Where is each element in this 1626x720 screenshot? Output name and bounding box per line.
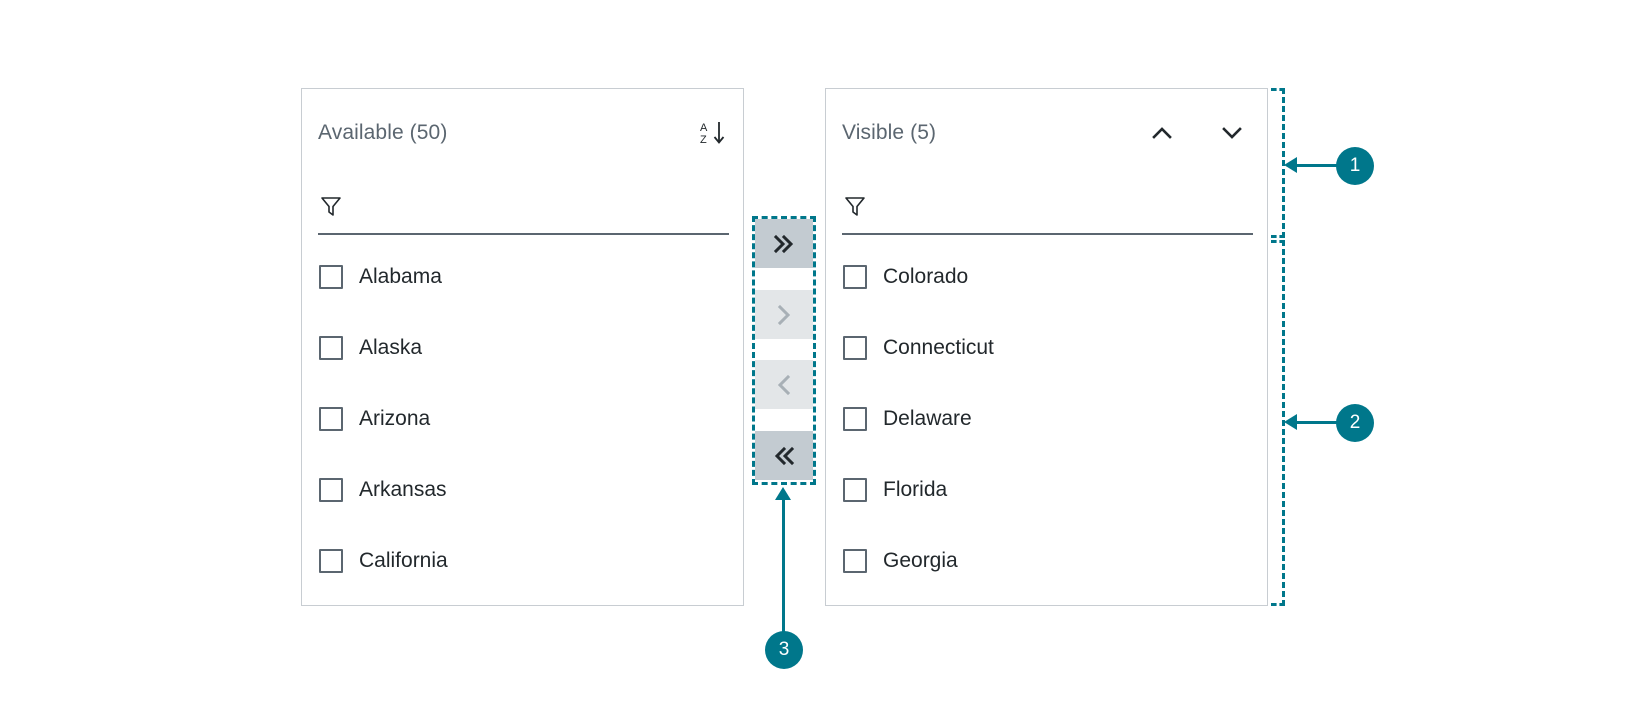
double-chevron-left-icon — [774, 446, 795, 465]
visible-panel: Visible (5) Colorado Connecticut — [825, 88, 1268, 606]
chevron-right-icon — [777, 304, 791, 325]
filter-funnel-icon — [318, 193, 344, 219]
list-item[interactable]: Georgia — [826, 525, 1267, 596]
checkbox[interactable] — [843, 548, 867, 573]
filter-funnel-icon — [842, 193, 868, 219]
list-item-label: Arkansas — [359, 477, 447, 501]
list-item[interactable]: Alabama — [302, 241, 743, 312]
annotation-badge-3: 3 — [765, 631, 803, 669]
list-item-label: Arizona — [359, 406, 431, 430]
annotation-leader-line-1 — [1292, 164, 1338, 167]
sort-alpha-ascending-icon[interactable]: A Z — [693, 114, 731, 152]
checkbox[interactable] — [843, 264, 867, 289]
checkbox[interactable] — [319, 477, 343, 502]
chevron-down-icon[interactable] — [1213, 114, 1251, 152]
checkbox[interactable] — [843, 477, 867, 502]
svg-text:A: A — [700, 122, 708, 134]
available-panel-title: Available (50) — [318, 121, 448, 144]
list-item-label: Colorado — [883, 264, 969, 288]
list-item-label: Delaware — [883, 406, 972, 430]
available-filter-input[interactable] — [354, 195, 729, 217]
checkbox[interactable] — [843, 335, 867, 360]
list-item[interactable]: Florida — [826, 454, 1267, 525]
list-item-label: California — [359, 548, 448, 572]
visible-option-list: Colorado Connecticut Delaware Florida Ge… — [826, 241, 1267, 596]
checkbox[interactable] — [319, 406, 343, 431]
checkbox[interactable] — [319, 548, 343, 573]
double-chevron-right-icon — [773, 234, 794, 253]
transfer-button-group — [752, 216, 816, 485]
list-item[interactable]: Alaska — [302, 312, 743, 383]
list-item-label: Connecticut — [883, 335, 994, 359]
list-item-label: Alabama — [359, 264, 442, 288]
move-right-button[interactable] — [755, 290, 813, 339]
list-item[interactable]: Colorado — [826, 241, 1267, 312]
move-all-left-button[interactable] — [755, 431, 813, 480]
available-panel-header: Available (50) A Z — [302, 89, 743, 181]
list-item-label: Alaska — [359, 335, 423, 359]
available-filter-row[interactable] — [318, 179, 729, 235]
list-item[interactable]: Arizona — [302, 383, 743, 454]
checkbox[interactable] — [319, 264, 343, 289]
annotation-badge-1: 1 — [1336, 147, 1374, 185]
annotation-bracket-2 — [1271, 240, 1285, 606]
annotation-leader-line-3 — [782, 497, 785, 633]
move-left-button[interactable] — [755, 360, 813, 409]
checkbox[interactable] — [843, 406, 867, 431]
annotation-bracket-1 — [1271, 88, 1285, 238]
chevron-left-icon — [777, 374, 791, 395]
svg-text:Z: Z — [700, 134, 707, 146]
chevron-up-icon[interactable] — [1143, 114, 1181, 152]
annotation-leader-line-2 — [1292, 421, 1338, 424]
visible-panel-header: Visible (5) — [826, 89, 1267, 181]
annotation-badge-2: 2 — [1336, 404, 1374, 442]
annotation-arrow-2 — [1284, 414, 1297, 430]
list-item[interactable]: California — [302, 525, 743, 596]
checkbox[interactable] — [319, 335, 343, 360]
visible-panel-title: Visible (5) — [842, 121, 937, 144]
annotation-arrow-1 — [1284, 157, 1297, 173]
list-item-label: Georgia — [883, 548, 958, 572]
available-panel: Available (50) A Z Alabama Alaska — [301, 88, 744, 606]
available-option-list: Alabama Alaska Arizona Arkansas Californ… — [302, 241, 743, 596]
list-item[interactable]: Delaware — [826, 383, 1267, 454]
list-item-label: Florida — [883, 477, 948, 501]
visible-filter-row[interactable] — [842, 179, 1253, 235]
visible-filter-input[interactable] — [878, 195, 1253, 217]
move-all-right-button[interactable] — [755, 219, 813, 268]
annotation-arrow-3 — [775, 487, 791, 500]
list-item[interactable]: Connecticut — [826, 312, 1267, 383]
list-item[interactable]: Arkansas — [302, 454, 743, 525]
